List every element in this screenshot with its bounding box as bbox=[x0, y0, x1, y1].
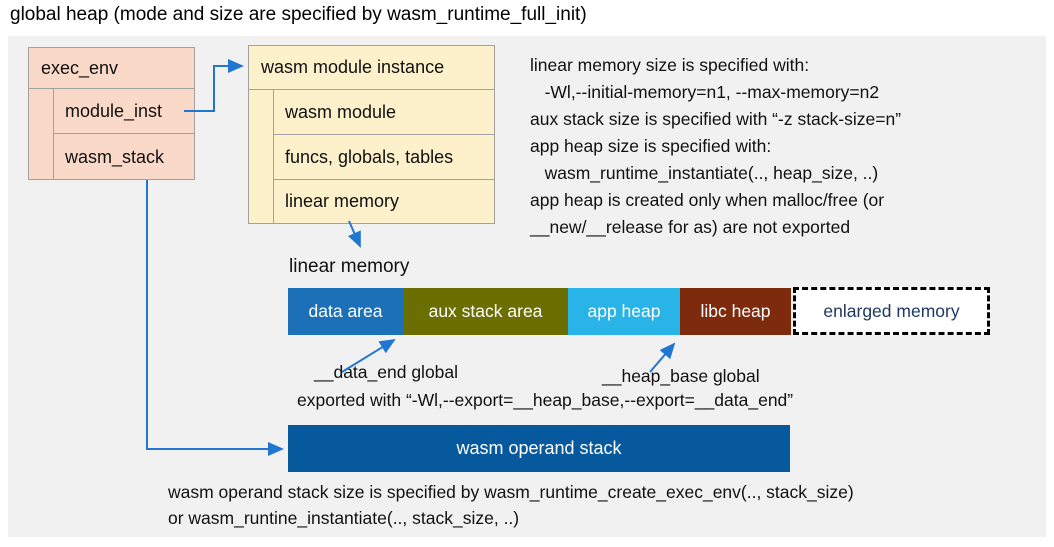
exec-env-row-module-inst: module_inst bbox=[54, 89, 194, 134]
module-instance-row-wasm-module: wasm module bbox=[274, 90, 494, 135]
note-line: app heap is created only when malloc/fre… bbox=[530, 190, 885, 210]
export-flags-note: exported with “-Wl,--export=__heap_base,… bbox=[297, 390, 794, 410]
wasm-operand-stack-label: wasm operand stack bbox=[456, 438, 622, 458]
note-line: -Wl,--initial-memory=n1, --max-memory=n2 bbox=[530, 82, 880, 102]
note-line: __new/__release for as) are not exported bbox=[530, 217, 851, 237]
enlarged-memory-label: enlarged memory bbox=[823, 300, 960, 321]
linear-memory-label: linear memory bbox=[289, 256, 410, 277]
exec-env-box: exec_env module_inst wasm_stack bbox=[28, 47, 195, 180]
exec-env-row-wasm-stack: wasm_stack bbox=[65, 146, 165, 167]
note-line: or wasm_runtine_instantiate(.., stack_si… bbox=[168, 508, 520, 528]
linear-memory-bar: data area aux stack area app heap libc h… bbox=[288, 288, 791, 335]
memory-segment-app-heap: app heap bbox=[568, 288, 680, 335]
module-instance-header: wasm module instance bbox=[249, 46, 494, 90]
wasm-operand-stack-bar: wasm operand stack bbox=[288, 425, 790, 472]
enlarged-memory-box: enlarged memory bbox=[793, 287, 990, 335]
note-line: wasm operand stack size is specified by … bbox=[168, 482, 854, 502]
module-instance-gutter bbox=[249, 90, 274, 224]
memory-segment-libc-heap: libc heap bbox=[680, 288, 791, 335]
exec-env-gutter bbox=[29, 89, 54, 180]
notes-bottom: wasm operand stack size is specified by … bbox=[168, 479, 854, 531]
module-instance-row-funcs-globals-tables: funcs, globals, tables bbox=[274, 135, 494, 180]
note-line: aux stack size is specified with “-z sta… bbox=[530, 109, 902, 129]
note-line: wasm_runtime_instantiate(.., heap_size, … bbox=[530, 163, 879, 183]
note-line: linear memory size is specified with: bbox=[530, 55, 810, 75]
memory-segment-aux-stack-area: aux stack area bbox=[403, 288, 568, 335]
memory-segment-data-area: data area bbox=[288, 288, 403, 335]
notes-right: linear memory size is specified with: -W… bbox=[530, 52, 901, 241]
heap-base-global-label: __heap_base global bbox=[602, 366, 760, 386]
module-instance-row-linear-memory: linear memory bbox=[285, 191, 400, 211]
note-line: app heap size is specified with: bbox=[530, 136, 772, 156]
module-instance-box: wasm module instance wasm module funcs, … bbox=[248, 45, 495, 224]
data-end-global-label: __data_end global bbox=[314, 362, 459, 382]
page-title: global heap (mode and size are specified… bbox=[10, 4, 587, 25]
exec-env-header: exec_env bbox=[29, 48, 194, 89]
